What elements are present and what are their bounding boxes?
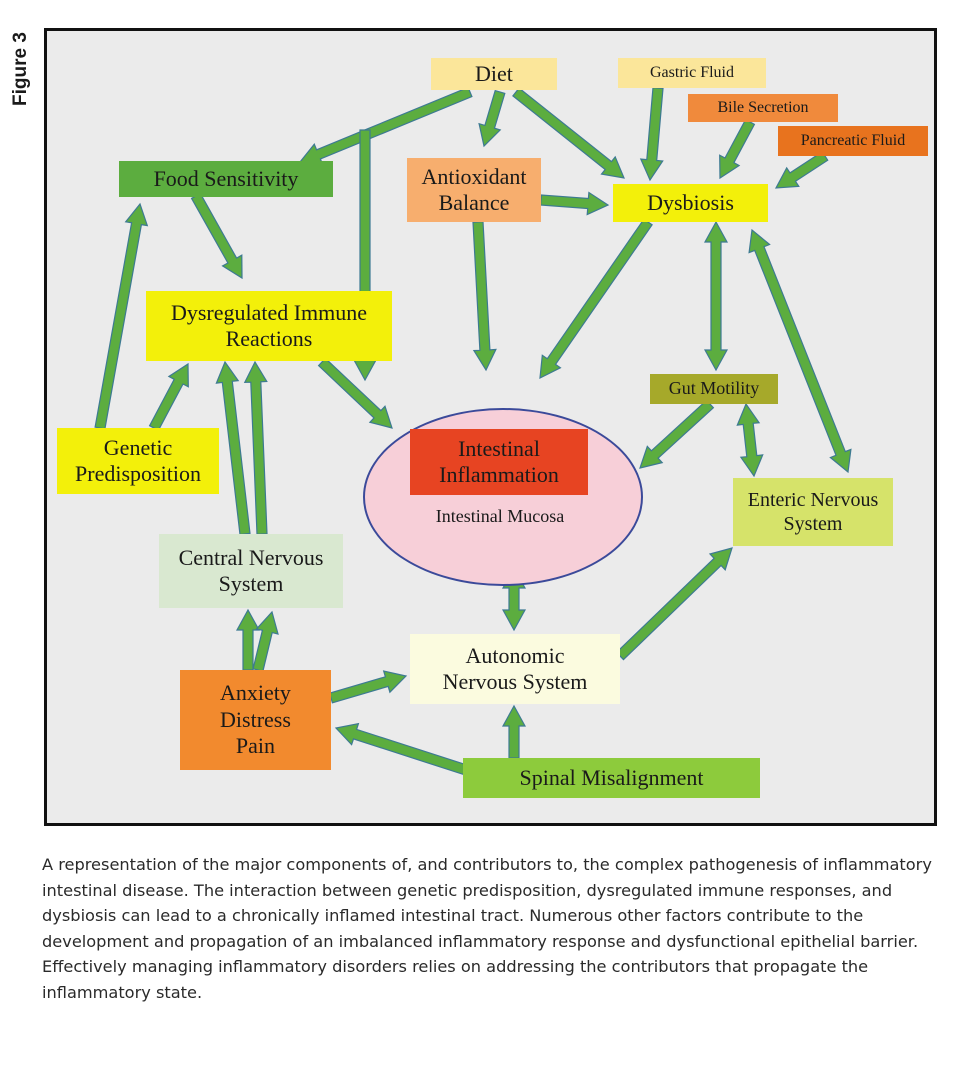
node-antioxidant-balance: Antioxidant Balance — [407, 158, 541, 222]
figure-label: Figure 3 — [6, 28, 34, 108]
node-dysbiosis: Dysbiosis — [613, 184, 768, 222]
node-anxiety-distress-pain: Anxiety Distress Pain — [180, 670, 331, 770]
node-genetic-predisposition: Genetic Predisposition — [57, 428, 219, 494]
figure-caption: A representation of the major components… — [42, 855, 932, 1002]
node-spinal-misalignment: Spinal Misalignment — [463, 758, 760, 798]
node-central-nervous-system: Central Nervous System — [159, 534, 343, 608]
node-gut-motility: Gut Motility — [650, 374, 778, 404]
node-enteric-nervous-system: Enteric Nervous System — [733, 478, 893, 546]
node-bile-secretion: Bile Secretion — [688, 94, 838, 122]
node-diet: Diet — [431, 58, 557, 90]
node-pancreatic-fluid: Pancreatic Fluid — [778, 126, 928, 156]
node-autonomic-nervous-system: Autonomic Nervous System — [410, 634, 620, 704]
intestinal-mucosa-label: Intestinal Mucosa — [435, 506, 565, 527]
node-dysregulated-immune-reactions: Dysregulated Immune Reactions — [146, 291, 392, 361]
node-gastric-fluid: Gastric Fluid — [618, 58, 766, 88]
figure-label-text: Figure 3 — [10, 32, 31, 106]
node-intestinal-inflammation: Intestinal Inflammation — [410, 429, 588, 495]
node-food-sensitivity: Food Sensitivity — [119, 161, 333, 197]
